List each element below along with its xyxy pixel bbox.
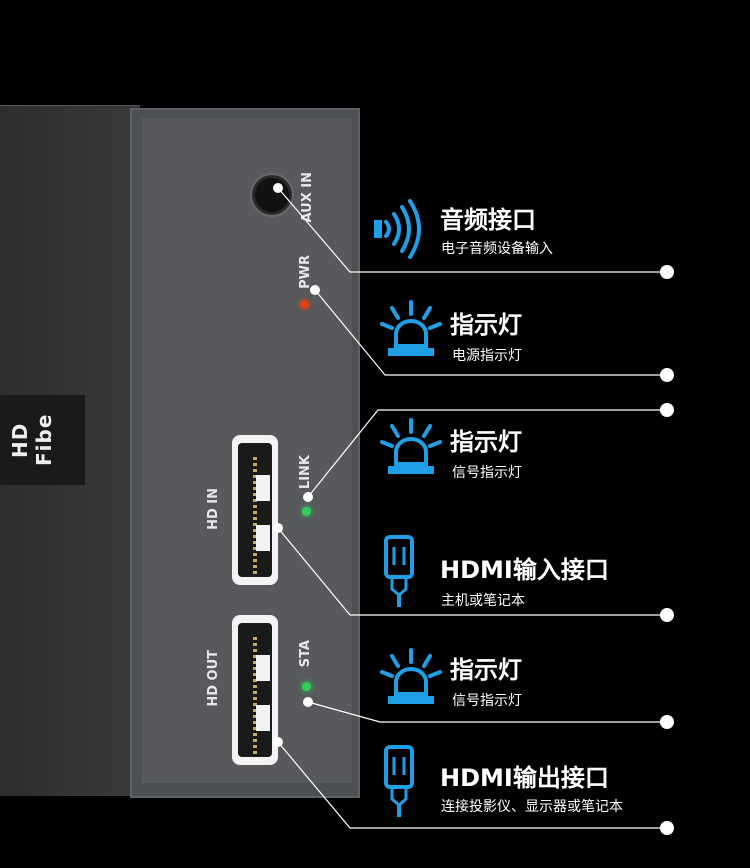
- indicator-light-icon: [380, 418, 442, 474]
- power-led: [300, 300, 309, 309]
- hdmi-out-port: [232, 615, 278, 765]
- feature-subtitle-power: 电源指示灯: [452, 348, 522, 364]
- leader-end-dot: [660, 608, 674, 622]
- feature-title-audio: 音频接口: [440, 206, 536, 234]
- feature-title-hdmi-out: HDMI输出接口: [440, 764, 609, 792]
- feature-title-link: 指示灯: [450, 428, 522, 456]
- feature-subtitle-hdmi-out: 连接投影仪、显示器或笔记本: [441, 799, 623, 815]
- leader-end-dot: [660, 715, 674, 729]
- leader-end-dot: [660, 821, 674, 835]
- link-led: [302, 507, 311, 516]
- device-label-band: [0, 395, 85, 485]
- audio-wave-icon: [374, 199, 421, 259]
- feature-subtitle-audio: 电子音频设备输入: [441, 241, 553, 257]
- feature-title-hdmi-in: HDMI输入接口: [440, 556, 609, 584]
- hdmi-plug-icon: [384, 535, 414, 607]
- leader-end-dot: [660, 265, 674, 279]
- leader-end-dot: [660, 403, 674, 417]
- hdmi-in-port: [232, 435, 278, 585]
- feature-title-sta: 指示灯: [450, 656, 522, 684]
- feature-subtitle-sta: 信号指示灯: [452, 693, 522, 709]
- leader-end-dot: [660, 368, 674, 382]
- indicator-light-icon: [380, 648, 442, 704]
- aux-jack: [252, 175, 292, 215]
- feature-subtitle-link: 信号指示灯: [452, 465, 522, 481]
- sta-led: [302, 682, 311, 691]
- hdmi-plug-icon: [384, 745, 414, 817]
- feature-title-power: 指示灯: [450, 311, 522, 339]
- indicator-light-icon: [380, 300, 442, 356]
- feature-subtitle-hdmi-in: 主机或笔记本: [441, 593, 525, 609]
